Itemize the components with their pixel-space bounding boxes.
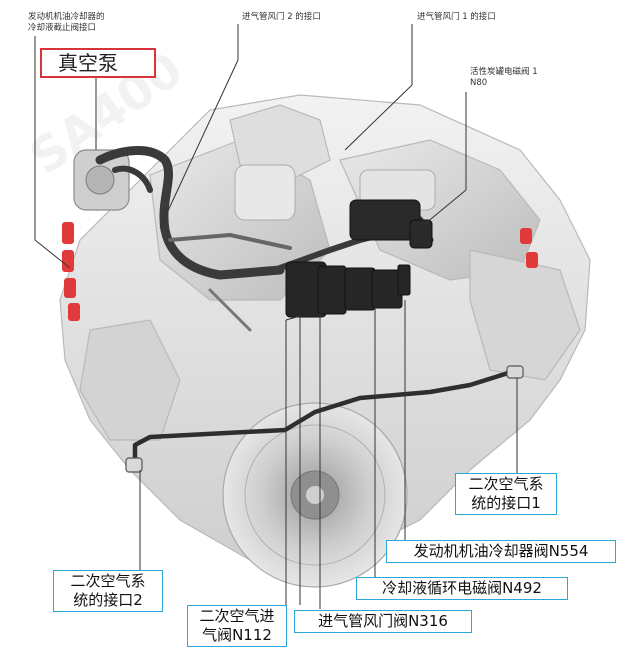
carbon-canister-label-line2: N80 <box>470 78 488 88</box>
oil-cooler-shutoff-label-line1: 发动机机油冷却器的 <box>28 12 105 22</box>
coolant-circulation-valve-label: 冷却液循环电磁阀N492 <box>356 577 568 600</box>
secondary-air-port-2-line1: 二次空气系 <box>70 572 146 590</box>
carbon-canister-label-line1: 活性炭罐电磁阀 1 <box>470 67 538 77</box>
vacuum-pump-label: 真空泵 <box>40 48 156 78</box>
secondary-air-port-1-line2: 统的接口1 <box>471 494 541 512</box>
intake-flap-valve-label: 进气管风门阀N316 <box>294 610 472 633</box>
engine-block <box>59 94 591 561</box>
valve-cluster <box>285 261 411 318</box>
secondary-air-port-2-label: 二次空气系 统的接口2 <box>53 570 163 612</box>
secondary-air-port-1-fitting <box>506 365 524 379</box>
vacuum-pump <box>73 149 130 211</box>
secondary-air-inlet-valve-line1: 二次空气进 <box>199 607 275 625</box>
secondary-air-port-2-fitting <box>125 457 143 473</box>
secondary-air-inlet-valve-line2: 气阀N112 <box>202 626 272 644</box>
intake-flap-2-port-label: 进气管风门 2 的接口 <box>242 12 321 22</box>
intake-flap-1-port-label: 进气管风门 1 的接口 <box>417 12 496 22</box>
leader-lines <box>34 24 518 609</box>
secondary-air-port-1-label: 二次空气系 统的接口1 <box>455 473 557 515</box>
secondary-air-port-1-line1: 二次空气系 <box>468 475 544 493</box>
secondary-air-port-2-line2: 统的接口2 <box>73 591 143 609</box>
flywheel <box>222 402 408 588</box>
secondary-air-inlet-valve-label: 二次空气进 气阀N112 <box>187 605 287 647</box>
secondary-air-pipe <box>132 367 518 473</box>
carbon-canister-valve <box>349 199 433 249</box>
oil-cooler-shutoff-label-line2: 冷却液截止阀接口 <box>28 23 97 33</box>
oil-cooler-shutoff-port-label: 发动机机油冷却器的 冷却液截止阀接口 <box>28 12 105 34</box>
oil-cooler-valve-label: 发动机机油冷却器阀N554 <box>386 540 616 563</box>
carbon-canister-valve-label: 活性炭罐电磁阀 1 N80 <box>470 67 538 89</box>
engine-red-accents <box>62 222 538 321</box>
